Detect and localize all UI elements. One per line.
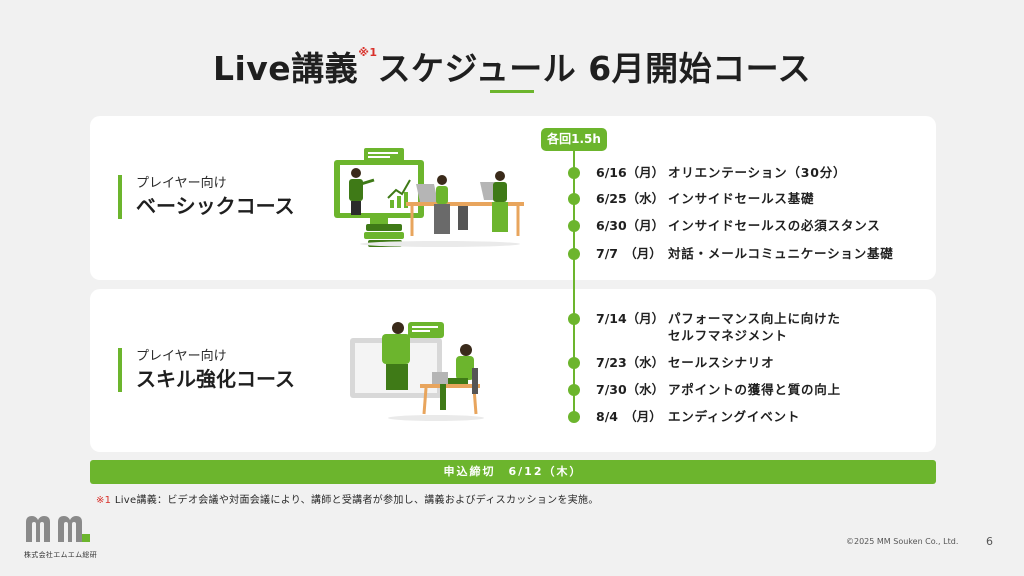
course-card-skill: [90, 289, 936, 452]
course-audience: プレイヤー向け: [136, 349, 227, 364]
timeline-dot: [568, 248, 580, 260]
course-label-basic: プレイヤー向け ベーシックコース: [118, 175, 295, 219]
session-date: 6/30（月）: [596, 218, 665, 233]
session-title: パフォーマンス向上に向けた: [668, 311, 841, 326]
timeline-dot: [568, 411, 580, 423]
meeting-illustration: [334, 148, 524, 247]
session-title: アポイントの獲得と質の向上: [668, 382, 841, 397]
course-label-skill: プレイヤー向け スキル強化コース: [118, 348, 295, 392]
session-title: 対話・メールコミュニケーション基礎: [668, 246, 894, 261]
footnote: ※1 Live講義：ビデオ会議や対面会議により、講師と受講者が参加し、講義および…: [96, 491, 599, 506]
session-title-line2: セルフマネジメント: [668, 328, 788, 343]
title-rest: スケジュール 6月開始コース: [377, 49, 812, 88]
course-card-basic: [90, 116, 936, 280]
session-title: インサイドセールスの必須スタンス: [668, 218, 881, 233]
title-footnote-mark: ※1: [358, 46, 378, 59]
timeline-dot: [568, 384, 580, 396]
session-title: オリエンテーション（30分）: [668, 165, 847, 180]
course-name: ベーシックコース: [136, 194, 295, 218]
timeline-line: [573, 150, 575, 418]
timeline-dot: [568, 313, 580, 325]
page-title: Live講義※1スケジュール 6月開始コース: [0, 42, 1024, 90]
session-title: セールスシナリオ: [668, 355, 775, 370]
deadline-bar: 申込締切 6/12（木）: [90, 460, 936, 484]
session-title: インサイドセールス基礎: [668, 191, 815, 206]
session-date: 7/30（水）: [596, 382, 665, 397]
footnote-text: Live講義：ビデオ会議や対面会議により、講師と受講者が参加し、講義およびディス…: [114, 495, 599, 506]
footnote-mark: ※1: [96, 495, 112, 506]
duration-badge: 各回1.5h: [541, 128, 607, 151]
course-name: スキル強化コース: [136, 367, 295, 391]
session-date: 6/25（水）: [596, 191, 665, 206]
page-number: 6: [986, 535, 993, 548]
online-meeting-illustration: [350, 322, 484, 421]
copyright: ©2025 MM Souken Co., Ltd.: [846, 537, 959, 546]
company-name: 株式会社エムエム総研: [24, 551, 97, 559]
timeline-dot: [568, 167, 580, 179]
session-date: 7/7 （月）: [596, 246, 662, 261]
course-audience: プレイヤー向け: [136, 176, 227, 191]
title-underline: [490, 90, 534, 93]
session-date: 8/4 （月）: [596, 409, 662, 424]
timeline-dot: [568, 220, 580, 232]
session-date: 7/14（月）: [596, 311, 665, 326]
session-date: 6/16（月）: [596, 165, 665, 180]
timeline-dot: [568, 357, 580, 369]
timeline-dot: [568, 193, 580, 205]
session-date: 7/23（水）: [596, 355, 665, 370]
company-logo-icon: [26, 516, 90, 542]
title-main: Live講義: [212, 49, 359, 88]
session-title: エンディングイベント: [668, 409, 801, 424]
